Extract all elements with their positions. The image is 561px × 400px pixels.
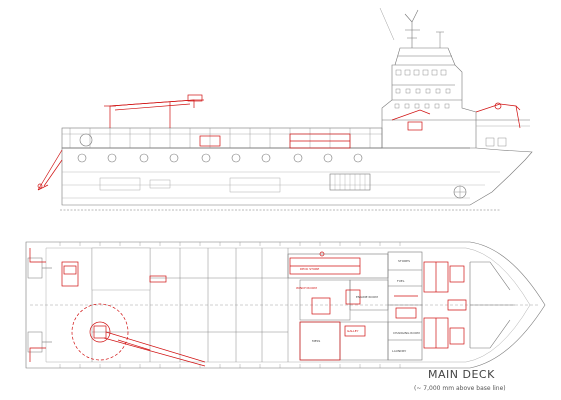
plan-equipment (29, 248, 467, 367)
label-mess: MESS (312, 339, 320, 343)
label-laundry: LAUNDRY (392, 349, 406, 353)
label-galley: GALLEY (347, 329, 359, 333)
drawing-subtitle: (~ 7,000 mm above base line) (414, 385, 506, 392)
plan-view (25, 241, 546, 369)
elevation-cranes (37, 94, 521, 191)
aft-crane (109, 99, 195, 128)
plan-labels: STORES CHANGING ROOM FUEL LAUNDRY DECK S… (296, 259, 420, 353)
label-stores: STORES (398, 259, 410, 263)
side-elevation (60, 7, 533, 211)
mid-crane (391, 109, 431, 121)
crane-slew-circle (71, 303, 129, 361)
label-changing-room: CHANGING ROOM (393, 331, 420, 335)
stern-a-frame (37, 149, 63, 191)
hull-outline (61, 147, 533, 206)
drawing-title: MAIN DECK (428, 368, 495, 381)
label-fuel: FUEL (397, 279, 405, 283)
label-winch-room: WINCH ROOM (296, 286, 317, 290)
crane-jib (103, 331, 206, 367)
label-engine-room: ENGINE ROOM (356, 295, 378, 299)
plan-hull-outline (25, 241, 546, 369)
wheelhouse (394, 47, 456, 66)
fwd-crane (475, 103, 521, 129)
mast (404, 9, 420, 48)
label-deck-store: DECK STORE (300, 267, 319, 271)
